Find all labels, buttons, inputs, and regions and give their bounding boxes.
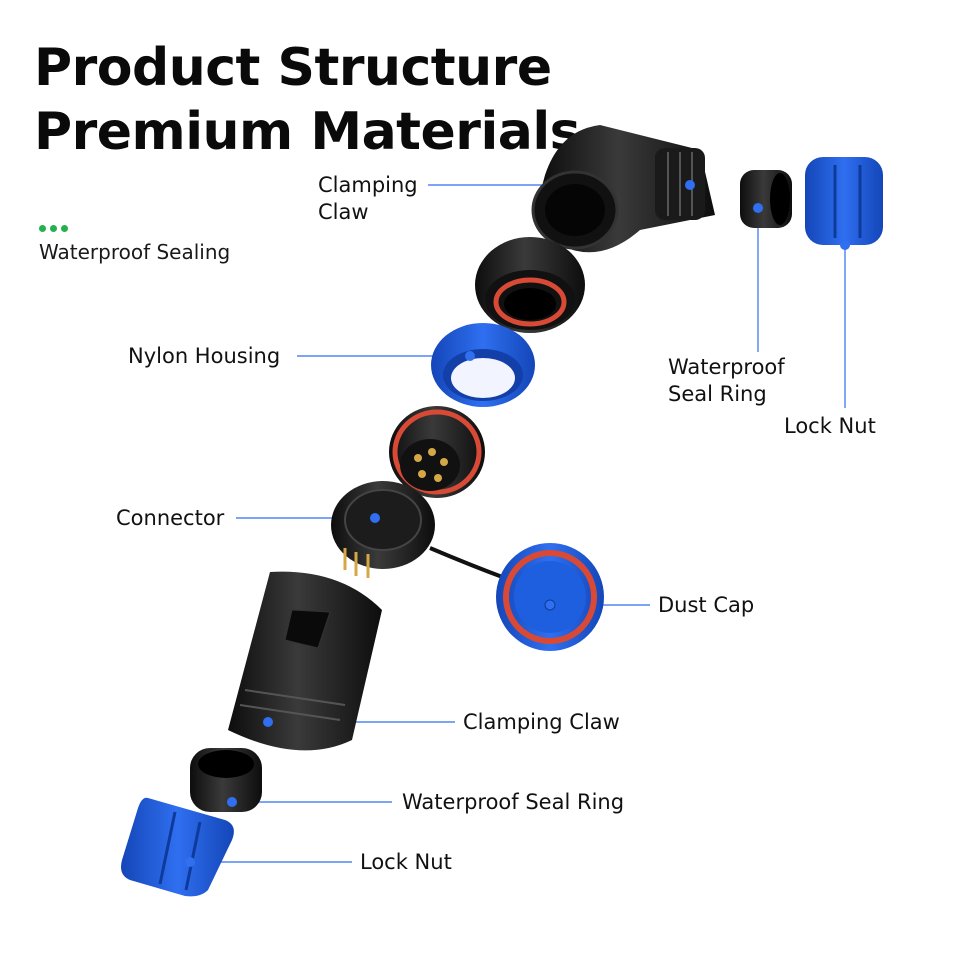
callout-lock-nut-top: Lock Nut xyxy=(784,414,876,438)
clamping-claw-bottom-part xyxy=(228,571,382,751)
green-dots-icon xyxy=(39,225,68,232)
title-line-1: Product Structure xyxy=(34,38,552,98)
connector-part xyxy=(331,481,506,580)
callout-waterproof-seal-ring-bottom: Waterproof Seal Ring xyxy=(402,790,625,814)
callout-lock-nut-bottom: Lock Nut xyxy=(360,850,452,874)
lock-nut-bottom-part xyxy=(121,797,234,897)
gland-nut-part xyxy=(475,237,585,333)
nylon-housing-part xyxy=(431,323,535,407)
dust-cap-part xyxy=(496,543,604,651)
callout-connector: Connector xyxy=(116,506,225,530)
callout-clamping-claw-bottom: Clamping Claw xyxy=(463,710,620,734)
title-line-2: Premium Materials xyxy=(34,102,581,162)
clamping-claw-top-part xyxy=(531,125,715,253)
callout-waterproof-seal-ring-top: Waterproof Seal Ring xyxy=(668,355,785,406)
waterproof-seal-ring-bottom-part xyxy=(190,748,262,812)
callout-nylon-housing: Nylon Housing xyxy=(128,344,281,368)
subtitle: Waterproof Sealing xyxy=(39,240,231,264)
callout-clamping-claw-top: Clamping Claw xyxy=(318,173,418,224)
lock-nut-top-part xyxy=(805,157,883,250)
page-title: Product Structure Premium Materials xyxy=(34,36,581,164)
pin-insert-part xyxy=(389,406,485,498)
callout-dust-cap: Dust Cap xyxy=(658,593,755,617)
waterproof-seal-ring-top-part xyxy=(740,170,792,228)
